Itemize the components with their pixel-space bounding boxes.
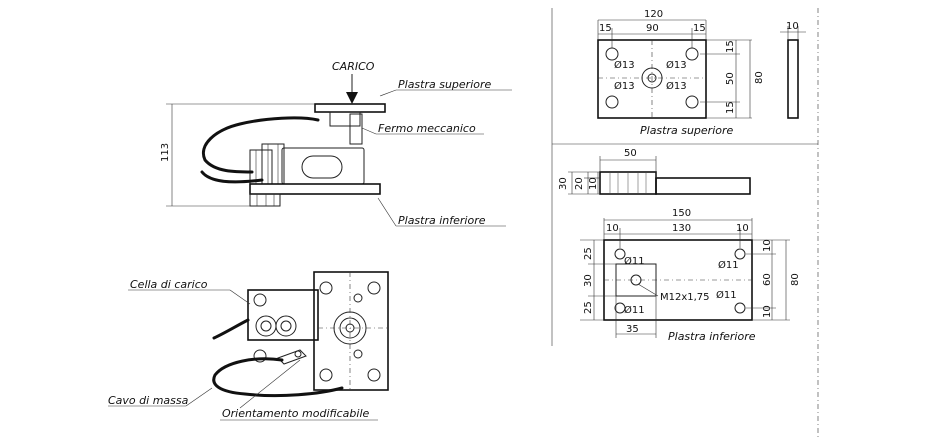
dim-15r: 15 — [725, 40, 736, 53]
dim-10-top: 10 — [786, 21, 799, 32]
phi13-d: Ø13 — [666, 80, 687, 92]
dim-150: 150 — [672, 208, 691, 219]
dim-120: 120 — [644, 9, 663, 20]
plastra-inferiore-detail: 150 10 130 10 25 30 25 10 60 10 80 35 Ø1… — [580, 208, 801, 343]
dim-20: 20 — [574, 177, 585, 190]
label-cella-di-carico: Cella di carico — [130, 278, 208, 291]
phi13-b: Ø13 — [666, 59, 687, 71]
phi11-d: Ø11 — [624, 304, 645, 316]
thread-m12: M12x1,75 — [660, 292, 710, 303]
dim-30: 30 — [558, 177, 569, 190]
phi11-b: Ø11 — [718, 259, 739, 271]
dim-15r2: 15 — [725, 101, 736, 114]
dim-50-side: 50 — [624, 148, 637, 159]
dim-130: 130 — [672, 223, 691, 234]
dim-10-rr: 10 — [736, 223, 749, 234]
label-carico: CARICO — [332, 60, 375, 73]
side-view: 113 CARICO Plastra superiore Fermo mecca… — [160, 60, 512, 227]
dim-50r: 50 — [725, 72, 736, 85]
label-plastra-inferiore: Plastra inferiore — [398, 214, 486, 227]
dim-10-side: 10 — [588, 177, 599, 190]
plastra-superiore-detail: 120 15 90 15 15 50 15 80 Ø13 Ø13 Ø13 Ø13… — [597, 9, 806, 137]
dim-10-l: 10 — [606, 223, 619, 234]
dim-80b: 80 — [790, 273, 801, 286]
dim-30b: 30 — [583, 274, 594, 287]
dim-15a: 15 — [599, 23, 612, 34]
phi11-c: Ø11 — [716, 289, 737, 301]
top-view: Cella di carico Cavo di massa Orientamen… — [108, 271, 389, 421]
dim-60: 60 — [762, 273, 773, 286]
label-fermo-meccanico: Fermo meccanico — [378, 122, 476, 135]
dim-80r: 80 — [754, 71, 765, 84]
dim-15b: 15 — [693, 23, 706, 34]
dim-90: 90 — [646, 23, 659, 34]
phi13-c: Ø13 — [614, 80, 635, 92]
label-cavo-di-massa: Cavo di massa — [108, 394, 189, 407]
dim-10-r3: 10 — [762, 239, 773, 252]
title-plastra-superiore: Plastra superiore — [640, 124, 734, 137]
title-plastra-inferiore: Plastra inferiore — [668, 330, 756, 343]
dim-25b: 25 — [583, 301, 594, 314]
dim-113: 113 — [160, 143, 171, 162]
phi11-a: Ø11 — [624, 255, 645, 267]
dim-35: 35 — [626, 324, 639, 335]
label-orientamento: Orientamento modificabile — [222, 407, 369, 420]
label-plastra-superiore: Plastra superiore — [398, 78, 492, 91]
phi13-a: Ø13 — [614, 59, 635, 71]
plastra-inferiore-side: 50 30 20 10 — [558, 148, 751, 195]
dim-25a: 25 — [583, 247, 594, 260]
dim-10-r4: 10 — [762, 305, 773, 318]
